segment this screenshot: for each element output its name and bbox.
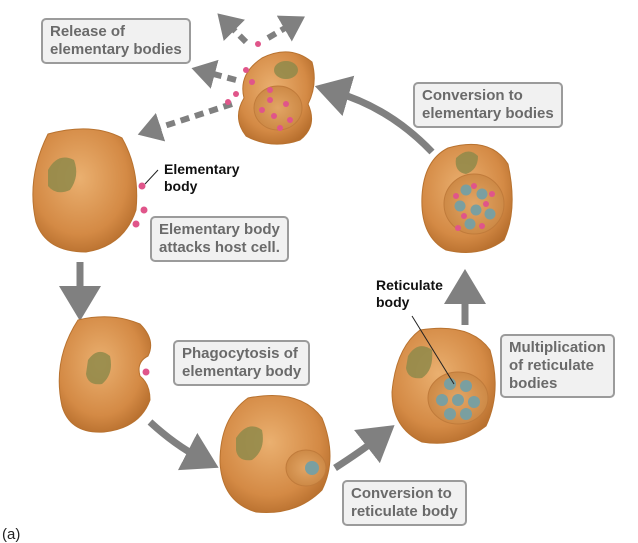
nucleus bbox=[86, 351, 111, 385]
label-line: body bbox=[376, 294, 410, 310]
label-line: body bbox=[164, 178, 198, 194]
step-box-phagocytosis: Phagocytosis of elementary body bbox=[173, 340, 311, 386]
step-label-line: Multiplication bbox=[509, 339, 606, 356]
step-label-line: reticulate body bbox=[351, 503, 458, 520]
step-label-line: Conversion to bbox=[351, 485, 452, 502]
nucleus bbox=[455, 151, 478, 174]
released-elementary-bodies bbox=[225, 41, 261, 105]
step-box-multiplication: Multiplication of reticulate bodies bbox=[500, 334, 615, 398]
reticulate-body-pointer bbox=[411, 315, 455, 385]
label-elementary-body: Elementary body bbox=[164, 161, 239, 195]
step-box-release: Release of elementary bodies bbox=[41, 18, 191, 64]
engulfed-elementary-body bbox=[142, 368, 150, 376]
arrow-conversion-to-multiplication bbox=[333, 425, 395, 471]
step-label-line: attacks host cell. bbox=[159, 239, 280, 256]
step-label-line: Phagocytosis of bbox=[182, 345, 298, 362]
arrow-conversion-to-release bbox=[314, 75, 435, 155]
step-label-line: elementary bodies bbox=[422, 105, 554, 122]
cell-attack bbox=[32, 128, 148, 253]
cell-conversion-reticulate bbox=[219, 395, 331, 514]
step-label-line: of reticulate bbox=[509, 357, 595, 374]
step-label-line: bodies bbox=[509, 375, 558, 392]
cell-conversion-elementary bbox=[421, 143, 513, 253]
cell-release bbox=[238, 51, 315, 145]
dashed-arrow-up-left bbox=[217, 13, 249, 45]
nucleus bbox=[274, 61, 298, 79]
label-line: Reticulate bbox=[376, 277, 443, 293]
cell-multiplication bbox=[391, 327, 496, 444]
elementary-body-pointer bbox=[144, 169, 159, 185]
nucleus bbox=[236, 426, 263, 461]
label-line: Elementary bbox=[164, 161, 240, 177]
step-box-conversion-elementary: Conversion to elementary bodies bbox=[413, 82, 563, 128]
dashed-arrow-up-right bbox=[266, 15, 305, 42]
step-label-line: elementary bodies bbox=[50, 41, 182, 58]
label-reticulate-body: Reticulate body bbox=[376, 277, 443, 311]
elementary-body-dot bbox=[138, 182, 146, 190]
step-label-line: Release of bbox=[50, 23, 126, 40]
figure-part-label: (a) bbox=[2, 526, 21, 543]
reticulate-body-dot bbox=[305, 461, 319, 475]
nucleus bbox=[48, 157, 77, 193]
step-label-line: Conversion to bbox=[422, 87, 523, 104]
nucleus bbox=[406, 346, 433, 379]
dashed-arrow-left bbox=[191, 59, 237, 89]
arrow-phagocytosis-to-conversion bbox=[147, 419, 219, 471]
dashed-arrow-down-left bbox=[137, 101, 233, 142]
step-box-attacks: Elementary body attacks host cell. bbox=[150, 216, 289, 262]
step-label-line: Elementary body bbox=[159, 221, 280, 238]
cell-phagocytosis bbox=[58, 316, 152, 433]
step-box-conversion-reticulate: Conversion to reticulate body bbox=[342, 480, 467, 526]
cycle-arrows bbox=[59, 75, 486, 471]
step-label-line: elementary body bbox=[182, 363, 302, 380]
release-arrows bbox=[137, 13, 305, 142]
